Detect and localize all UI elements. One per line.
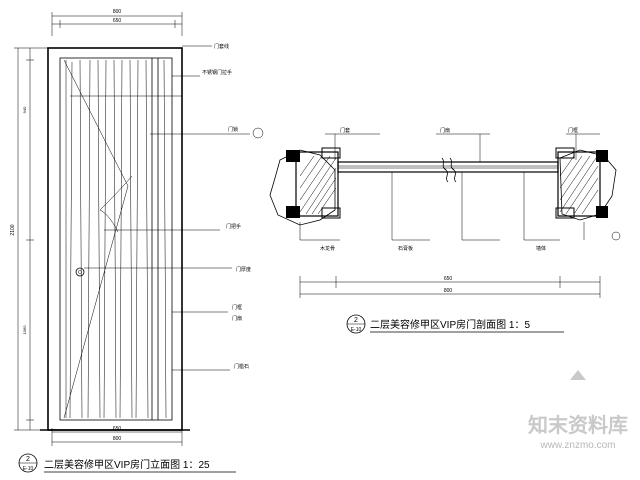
bottom-dimensions: 650 800 xyxy=(51,426,183,446)
dim-top-inner: 650 xyxy=(113,18,122,24)
callout-bottom-left: E-10 xyxy=(23,466,34,472)
callout-top-right: 2 xyxy=(354,317,358,324)
door-leaf-section xyxy=(337,157,559,183)
anno-7: 门槛石 xyxy=(234,363,249,370)
wood-grain xyxy=(65,58,167,420)
dim-bottom-inner: 650 xyxy=(113,426,122,432)
sec-dim-inner: 650 xyxy=(444,276,453,282)
anno-6: 门扇 xyxy=(232,315,242,322)
right-wall-section xyxy=(555,147,617,221)
anno-3: 门把手 xyxy=(226,223,241,230)
dim-bottom-total: 800 xyxy=(113,436,122,442)
door-elevation: 800 650 2100 940 1060 xyxy=(10,9,264,473)
section-dimensions: 650 800 xyxy=(299,276,601,298)
door-section: 门套 门扇 门框 xyxy=(269,127,621,334)
elevation-title-text: 二层美容修甲区VIP房门立面图 1：25 xyxy=(44,458,210,471)
dim-top-total: 800 xyxy=(113,9,122,15)
dim-left-total: 2100 xyxy=(10,224,16,235)
sec-anno-2: 门框 xyxy=(568,127,578,134)
svg-text:940: 940 xyxy=(22,106,27,113)
sec-anno-0: 门套 xyxy=(340,127,350,134)
watermark-brand: 知末资料库 xyxy=(528,413,628,437)
anno-0: 门套线 xyxy=(214,43,229,50)
watermark-logo xyxy=(570,370,586,380)
sec-dim-total: 800 xyxy=(444,288,453,294)
left-dimensions: 2100 940 1060 xyxy=(10,47,48,431)
door-knob xyxy=(75,267,85,277)
watermark-url: www.znzmo.com xyxy=(539,440,615,451)
anno-2: 门锁 xyxy=(228,126,238,133)
callout-bottom-right: E-10 xyxy=(351,327,362,333)
left-wall-section xyxy=(269,147,341,226)
elevation-annotations: 门套线 不锈钢门拉手 门锁 门把手 门厚度 门框 门扇 门槛石 xyxy=(70,43,264,371)
svg-text:1060: 1060 xyxy=(22,325,27,335)
top-dimensions: 800 650 xyxy=(51,9,183,36)
anno-5: 门框 xyxy=(232,304,242,311)
elevation-title: 2 E-10 二层美容修甲区VIP房门立面图 1：25 xyxy=(18,453,236,473)
sec-anno-5: 墙体 xyxy=(536,245,546,252)
sec-anno-1: 门扇 xyxy=(440,127,450,134)
sec-anno-4: 石膏板 xyxy=(398,245,413,252)
section-title-text: 二层美容修甲区VIP房门剖面图 1：5 xyxy=(370,318,530,331)
section-title: 2 E-10 二层美容修甲区VIP房门剖面图 1：5 xyxy=(346,314,564,334)
anno-4: 门厚度 xyxy=(236,266,251,273)
callout-top-left: 2 xyxy=(26,456,30,463)
watermark: 知末资料库 www.znzmo.com xyxy=(528,370,628,451)
sec-anno-3: 木龙骨 xyxy=(320,245,335,252)
anno-1: 不锈钢门拉手 xyxy=(202,69,232,76)
